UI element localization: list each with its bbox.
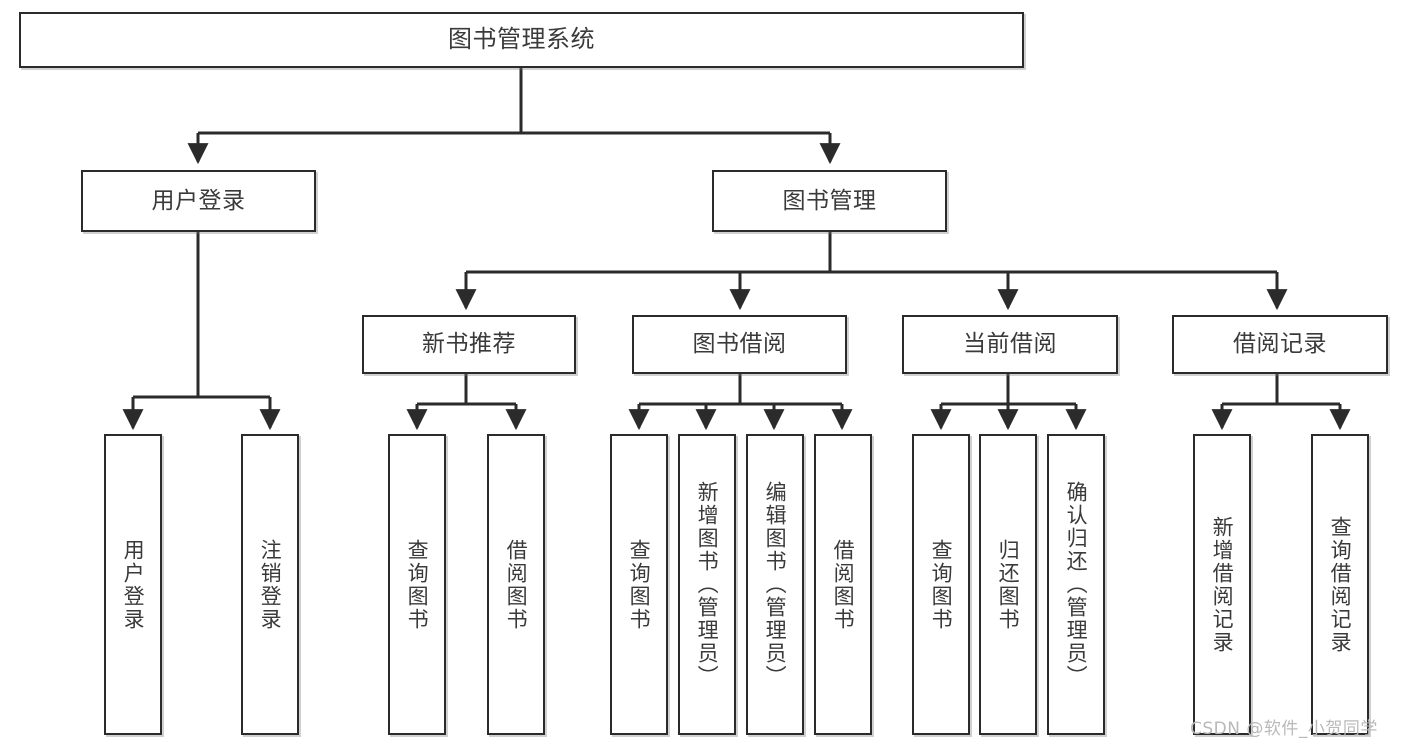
node-new-book-recommend[interactable]: 新书推荐 xyxy=(362,315,576,374)
node-book-borrow[interactable]: 图书借阅 xyxy=(632,315,847,374)
node-root[interactable]: 图书管理系统 xyxy=(19,12,1024,68)
node-borrow-record[interactable]: 借阅记录 xyxy=(1172,315,1388,374)
leaf-book-borrow-query-label: 查询图书 xyxy=(627,538,652,631)
leaf-user-login-login[interactable]: 用户登录 xyxy=(104,434,162,735)
leaf-user-login-logout-label: 注销登录 xyxy=(258,538,283,631)
leaf-new-book-query-label: 查询图书 xyxy=(405,538,430,631)
node-book-management[interactable]: 图书管理 xyxy=(712,170,947,232)
leaf-book-borrow-borrow[interactable]: 借阅图书 xyxy=(814,434,872,735)
node-user-login[interactable]: 用户登录 xyxy=(81,170,316,232)
leaf-current-borrow-return-label: 归还图书 xyxy=(996,538,1021,631)
node-new-book-recommend-label: 新书推荐 xyxy=(422,331,516,358)
leaf-current-borrow-confirm-label: 确认归还（管理员） xyxy=(1064,481,1089,688)
leaf-current-borrow-query[interactable]: 查询图书 xyxy=(912,434,970,735)
leaf-borrow-record-query[interactable]: 查询借阅记录 xyxy=(1311,434,1369,735)
node-root-label: 图书管理系统 xyxy=(448,25,595,54)
leaf-current-borrow-confirm[interactable]: 确认归还（管理员） xyxy=(1047,434,1105,735)
node-book-borrow-label: 图书借阅 xyxy=(692,331,787,358)
node-borrow-record-label: 借阅记录 xyxy=(1233,331,1327,358)
node-user-login-label: 用户登录 xyxy=(151,187,246,214)
node-book-management-label: 图书管理 xyxy=(782,187,877,214)
leaf-book-borrow-add[interactable]: 新增图书（管理员） xyxy=(678,434,736,735)
leaf-borrow-record-add[interactable]: 新增借阅记录 xyxy=(1193,434,1251,735)
leaf-new-book-borrow-label: 借阅图书 xyxy=(504,538,529,631)
leaf-borrow-record-add-label: 新增借阅记录 xyxy=(1210,515,1235,654)
node-current-borrow[interactable]: 当前借阅 xyxy=(902,315,1118,374)
leaf-user-login-logout[interactable]: 注销登录 xyxy=(241,434,299,735)
leaf-new-book-query[interactable]: 查询图书 xyxy=(388,434,446,735)
leaf-borrow-record-query-label: 查询借阅记录 xyxy=(1328,515,1353,654)
leaf-current-borrow-return[interactable]: 归还图书 xyxy=(979,434,1037,735)
leaf-book-borrow-edit-label: 编辑图书（管理员） xyxy=(763,481,788,688)
leaf-book-borrow-add-label: 新增图书（管理员） xyxy=(695,481,720,688)
leaf-new-book-borrow[interactable]: 借阅图书 xyxy=(487,434,545,735)
leaf-book-borrow-borrow-label: 借阅图书 xyxy=(831,538,856,631)
leaf-book-borrow-query[interactable]: 查询图书 xyxy=(610,434,668,735)
node-current-borrow-label: 当前借阅 xyxy=(963,331,1057,358)
leaf-user-login-login-label: 用户登录 xyxy=(121,538,146,631)
csdn-watermark: CSDN @软件_小贺同学 xyxy=(1190,719,1378,739)
leaf-current-borrow-query-label: 查询图书 xyxy=(929,538,954,631)
leaf-book-borrow-edit[interactable]: 编辑图书（管理员） xyxy=(746,434,804,735)
